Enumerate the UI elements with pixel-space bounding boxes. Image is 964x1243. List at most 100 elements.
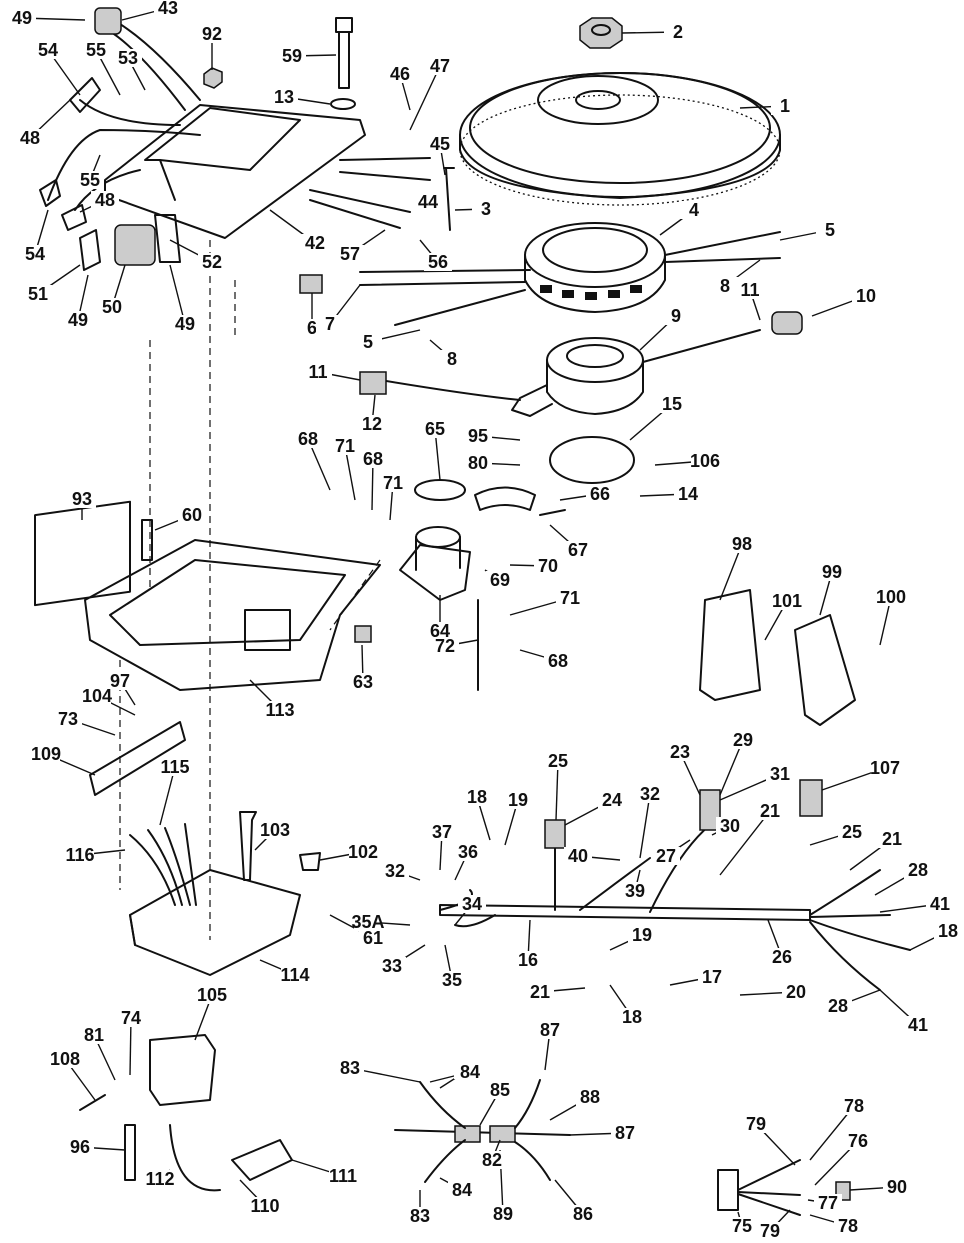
callout-label-bg [281, 966, 309, 984]
callout-label-bg [414, 193, 442, 211]
callout-label: 42 [305, 233, 325, 253]
callout-label-bg [424, 253, 452, 271]
callout-label-bg [904, 861, 932, 879]
callout-label: 1 [780, 96, 790, 116]
callout-label: 23 [670, 742, 690, 762]
callout-label-bg [251, 1197, 279, 1215]
callout-label: 9 [671, 306, 681, 326]
screw-108 [79, 1094, 106, 1111]
relay-63 [354, 625, 372, 643]
callout-label-bg [844, 1132, 872, 1150]
callout-label-bg [381, 862, 409, 880]
callout-label: 43 [158, 0, 178, 18]
callout-label: 71 [383, 473, 403, 493]
callout-label: 114 [280, 965, 309, 985]
callout-label: 37 [432, 822, 452, 842]
callout-label: 32 [640, 784, 660, 804]
callout-label: 67 [568, 540, 588, 560]
callout-label: 96 [70, 1137, 90, 1157]
callout-label: 18 [622, 1007, 642, 1027]
callout-label: 49 [12, 8, 32, 28]
callout-label-bg [428, 823, 456, 841]
callout-label: 90 [887, 1177, 907, 1197]
callout-label-bg [24, 285, 52, 303]
callout-label-bg [146, 1170, 174, 1188]
callout-label: 105 [197, 985, 227, 1005]
callout-label-bg [756, 802, 784, 820]
callout-label-bg [877, 588, 905, 606]
callout-label: 34 [462, 894, 482, 914]
callout-label: 82 [482, 1150, 502, 1170]
callout-label-bg [674, 485, 702, 503]
callout-label-bg [458, 895, 486, 913]
callout-label: 46 [390, 64, 410, 84]
callout-label: 78 [838, 1216, 858, 1236]
callout-label-bg [934, 922, 962, 940]
callout-label-bg [358, 415, 386, 433]
callout-label-bg [359, 929, 387, 947]
stud-60 [141, 519, 153, 561]
bolt-103 [239, 811, 257, 881]
callout-label-bg [698, 968, 726, 986]
callout-label-bg [76, 171, 104, 189]
callout-label: 79 [746, 1114, 766, 1134]
callout-label-bg [852, 287, 880, 305]
callout-label: 44 [418, 192, 438, 212]
callout-label: 81 [84, 1025, 104, 1045]
callout-label: 103 [260, 820, 290, 840]
callout-label: 5 [825, 220, 835, 240]
callout-label: 31 [770, 764, 790, 784]
callout-label-bg [728, 535, 756, 553]
callout-label: 97 [110, 671, 130, 691]
callout-label-bg [54, 710, 82, 728]
callout-label: 33 [382, 956, 402, 976]
screw-102 [299, 852, 321, 871]
callout-label: 113 [265, 700, 294, 720]
callout-label: 52 [202, 252, 222, 272]
callout-label: 57 [340, 244, 360, 264]
callout-label: 19 [632, 925, 652, 945]
callout-label: 59 [282, 46, 302, 66]
callout-label-bg [883, 1178, 911, 1196]
flywheel-part [459, 72, 781, 206]
callout-label: 21 [530, 982, 550, 1002]
callout-label: 4 [689, 200, 699, 220]
callout-label-bg [83, 687, 111, 705]
callout-label: 21 [882, 829, 902, 849]
callout-label: 54 [38, 40, 58, 60]
callout-label-bg [526, 983, 554, 1001]
callout-label: 28 [828, 996, 848, 1016]
callout-label-bg [198, 986, 226, 1004]
callout-leader [159, 766, 176, 826]
callout-label: 79 [760, 1221, 780, 1241]
callout-leader [719, 739, 744, 796]
callout-label-bg [904, 1016, 932, 1034]
callout-label: 104 [82, 686, 112, 706]
callout-label: 11 [740, 280, 759, 300]
callout-label-bg [91, 191, 119, 209]
callout-label: 48 [20, 128, 40, 148]
callout-label-bg [421, 420, 449, 438]
callout-label-bg [426, 57, 454, 75]
callout-label-bg [336, 245, 364, 263]
callout-label: 12 [362, 414, 382, 434]
callout-label-bg [621, 882, 649, 900]
callout-label-bg [431, 637, 459, 655]
screw-67 [539, 509, 566, 516]
callout-label-bg [628, 926, 656, 944]
callout-label: 54 [25, 244, 45, 264]
callout-label: 84 [460, 1062, 480, 1082]
callout-label: 17 [702, 967, 722, 987]
callout-label-bg [349, 673, 377, 691]
callout-label-bg [304, 363, 332, 381]
callout-label: 36 [458, 842, 478, 862]
callout-label-bg [178, 506, 206, 524]
sleeve-65 [414, 479, 466, 501]
cover-99 [794, 614, 856, 726]
callout-label: 35 [442, 970, 462, 990]
callout-label-bg [266, 701, 294, 719]
callout-label-bg [68, 490, 96, 508]
callout-label-bg [386, 65, 414, 83]
power-pack-cover-part [104, 104, 366, 239]
